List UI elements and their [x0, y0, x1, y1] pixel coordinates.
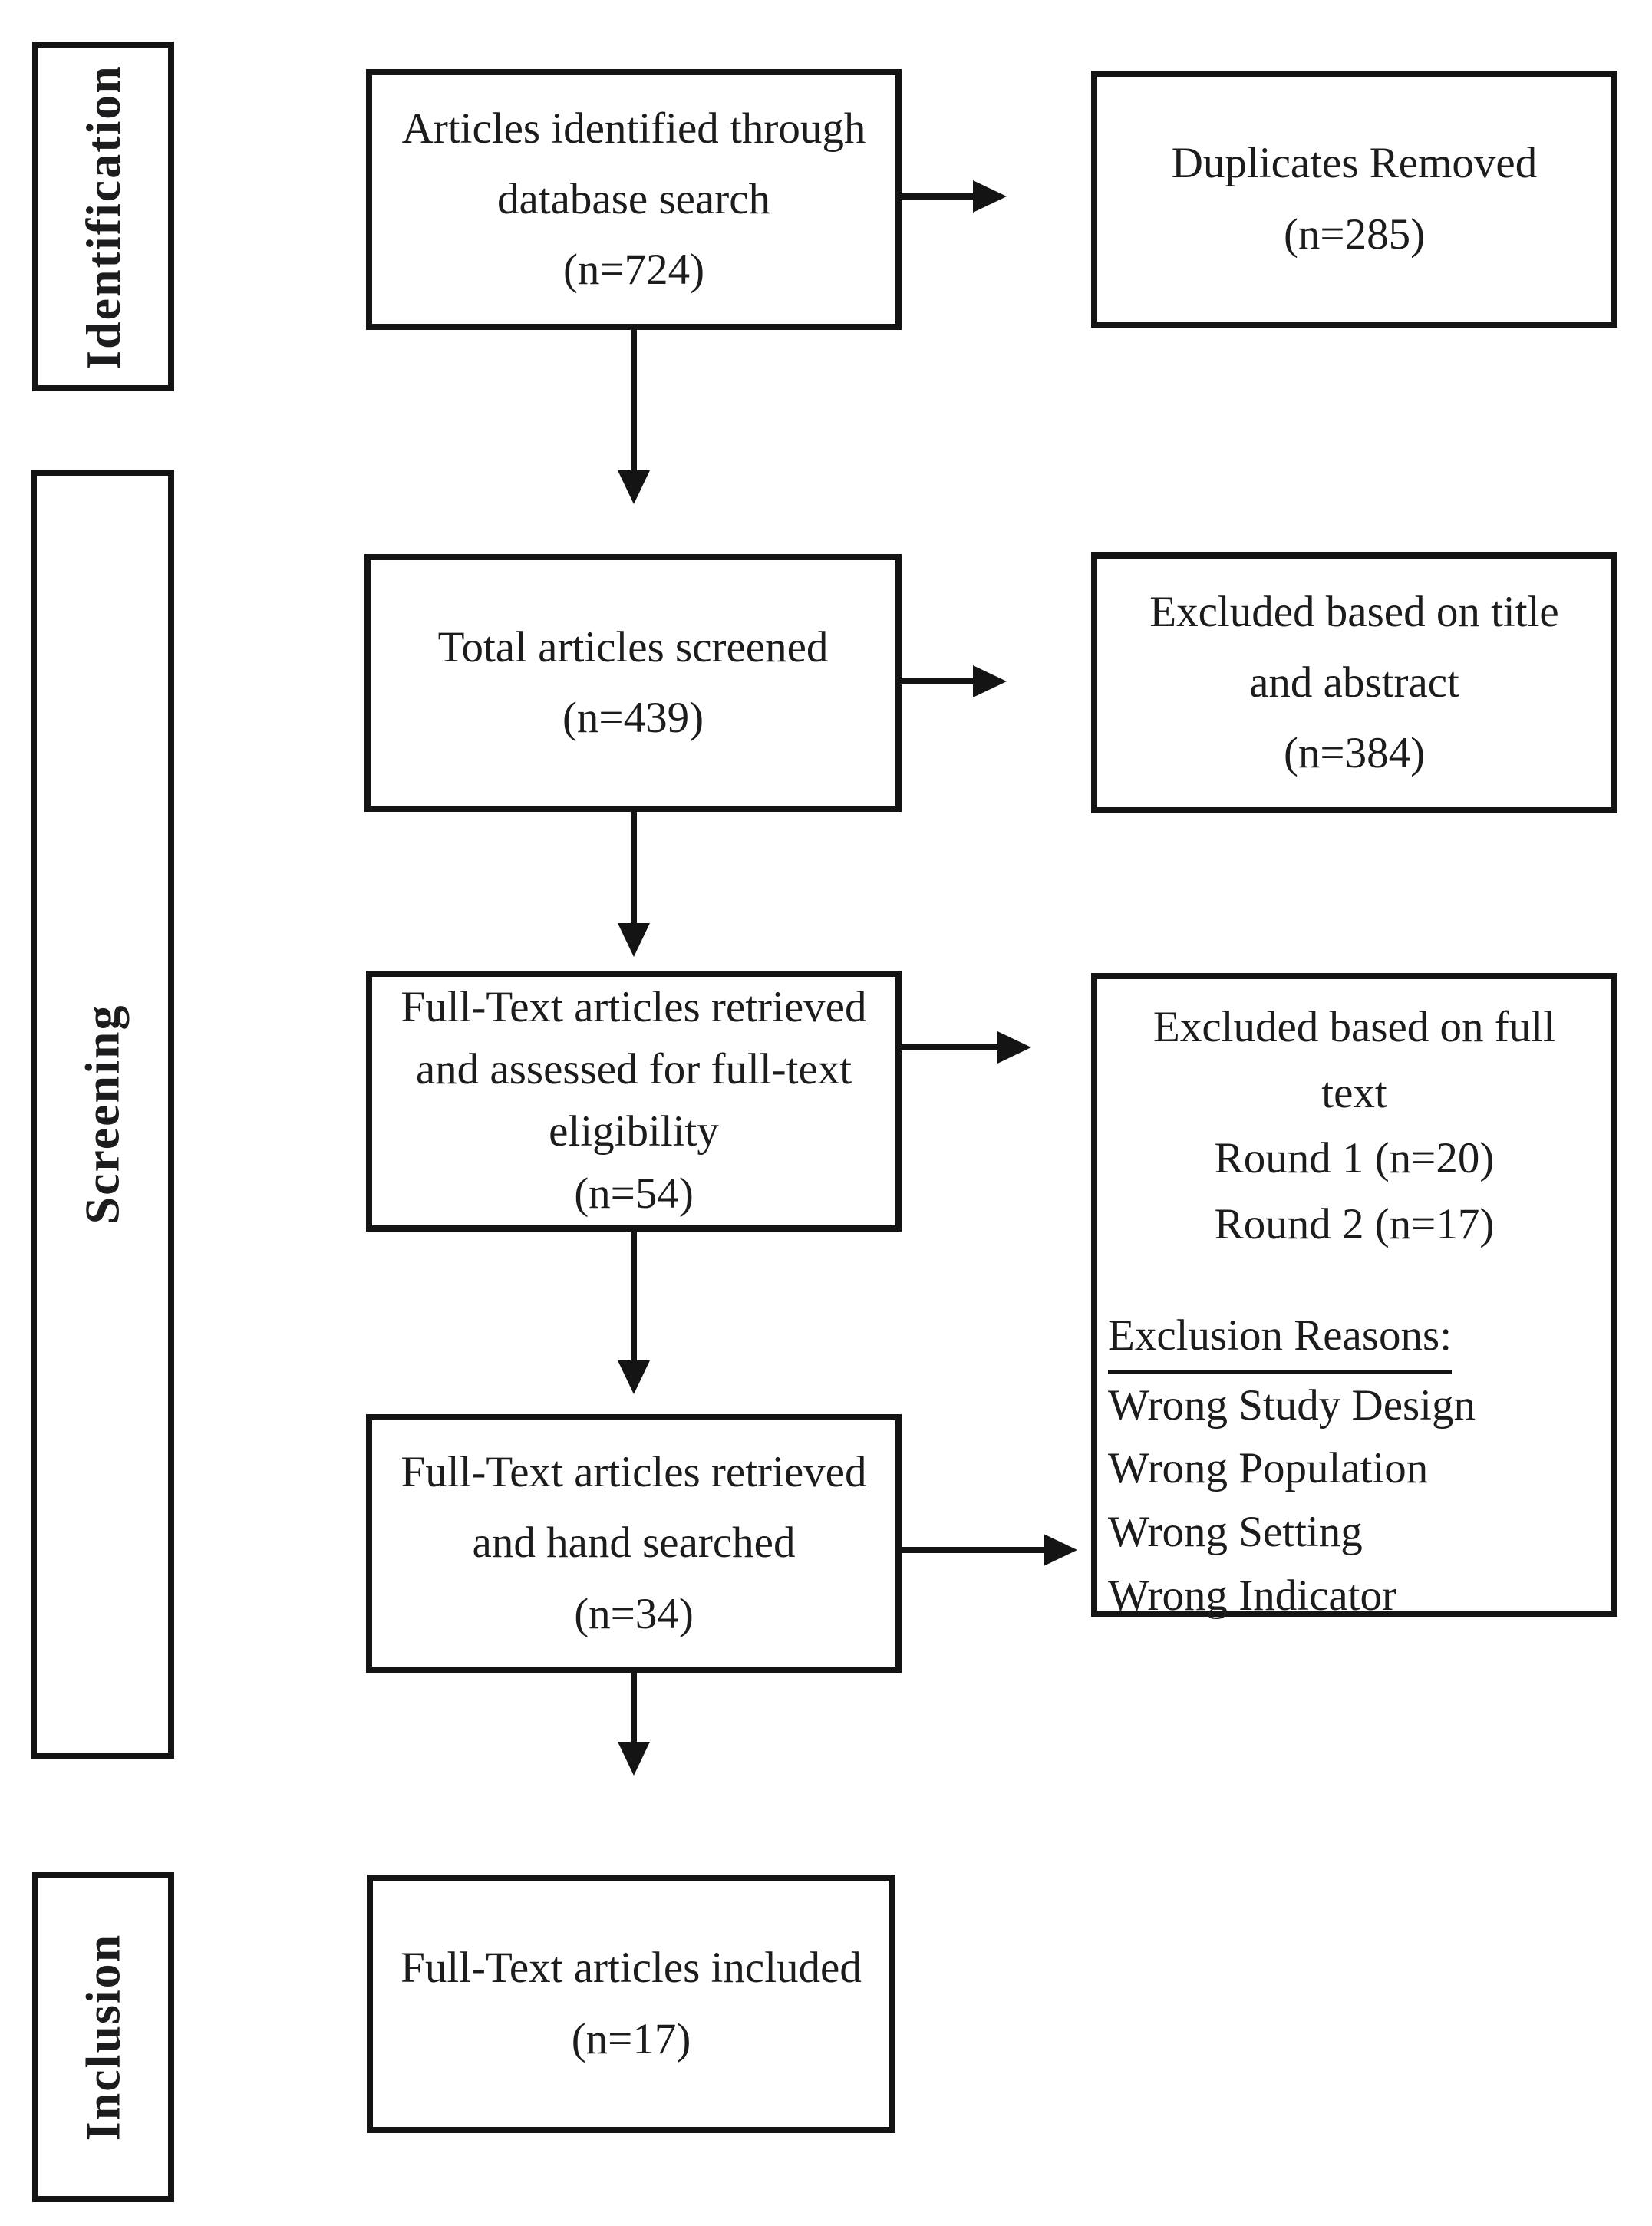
flow-box-fulltext-assessed: Full-Text articles retrieved and assesse… [366, 971, 902, 1232]
text-line: text [1321, 1068, 1387, 1117]
arrow-down-icon [618, 1742, 650, 1776]
count-line: (n=384) [1283, 729, 1426, 778]
flow-box-identified-text: Articles identified through database sea… [402, 94, 866, 306]
stage-box-inclusion: Inclusion [32, 1872, 174, 2202]
text-line: Total articles screened [437, 622, 829, 671]
arrow-right-icon [997, 1031, 1031, 1064]
arrow-right-icon [973, 180, 1007, 213]
text-line: Duplicates Removed [1171, 139, 1538, 188]
reason-item: Wrong Indicator [1108, 1571, 1396, 1620]
arrow-line-screened-down [631, 812, 637, 925]
reason-item: Wrong Study Design [1108, 1380, 1476, 1430]
flow-box-included: Full-Text articles included (n=17) [367, 1875, 895, 2133]
flow-box-fulltext-assessed-text: Full-Text articles retrieved and assesse… [401, 977, 867, 1225]
count-line: (n=34) [574, 1589, 694, 1638]
stage-box-identification: Identification [32, 42, 174, 391]
exclusion-reasons-list: Exclusion Reasons: Wrong Study Design Wr… [1108, 1304, 1601, 1627]
flow-box-hand-searched: Full-Text articles retrieved and hand se… [366, 1414, 902, 1673]
arrow-line-assessed-to-excluded [902, 1044, 999, 1050]
arrow-line-identified-to-duplicates [902, 193, 974, 200]
count-line: (n=724) [562, 246, 705, 295]
fulltext-excluded-summary: Excluded based on full text Round 1 (n=2… [1108, 994, 1601, 1257]
count-line: (n=439) [562, 694, 704, 742]
text-line: and assessed for full-text [415, 1045, 852, 1094]
side-box-duplicates-text: Duplicates Removed (n=285) [1172, 128, 1537, 270]
text-line: Excluded based on title [1149, 587, 1559, 636]
flow-box-hand-searched-text: Full-Text articles retrieved and hand se… [401, 1437, 867, 1650]
stage-box-screening: Screening [31, 470, 174, 1759]
arrow-line-handsearched-down [631, 1673, 637, 1743]
count-line: (n=17) [571, 2014, 691, 2063]
stage-label-identification: Identification [75, 64, 130, 370]
text-line: Full-Text articles included [401, 1944, 862, 1993]
count-line: Round 2 (n=17) [1214, 1199, 1495, 1248]
count-line: (n=54) [574, 1169, 694, 1218]
arrow-line-screened-to-excluded [902, 678, 974, 684]
text-line: Full-Text articles retrieved [401, 1448, 867, 1496]
reason-item: Wrong Population [1108, 1444, 1429, 1493]
arrow-right-icon [1044, 1534, 1077, 1566]
arrow-right-icon [973, 665, 1007, 697]
text-line: and abstract [1249, 658, 1459, 707]
flow-box-included-text: Full-Text articles included (n=17) [401, 1933, 862, 2075]
arrow-line-assessed-down [631, 1232, 637, 1362]
text-line: and hand searched [472, 1519, 796, 1568]
side-box-duplicates: Duplicates Removed (n=285) [1091, 71, 1617, 328]
arrow-line-handsearched-to-excluded [902, 1547, 1045, 1553]
exclusion-reasons-heading: Exclusion Reasons: [1108, 1304, 1453, 1374]
text-line: Full-Text articles retrieved [401, 983, 867, 1032]
arrow-down-icon [618, 1360, 650, 1394]
text-line: database search [496, 174, 771, 223]
reason-item: Wrong Setting [1108, 1507, 1363, 1556]
stage-label-inclusion: Inclusion [75, 1933, 130, 2142]
arrow-down-icon [618, 470, 650, 504]
side-box-title-abstract: Excluded based on title and abstract (n=… [1091, 552, 1617, 813]
arrow-line-identified-down [631, 330, 637, 472]
text-line: eligibility [549, 1107, 719, 1156]
count-line: Round 1 (n=20) [1214, 1134, 1495, 1182]
side-box-fulltext-excluded: Excluded based on full text Round 1 (n=2… [1091, 973, 1617, 1620]
flow-box-screened-text: Total articles screened (n=439) [438, 612, 829, 754]
text-line: Excluded based on full [1153, 1003, 1555, 1051]
flow-box-screened: Total articles screened (n=439) [364, 554, 902, 812]
text-line: Articles identified through [401, 104, 866, 153]
flow-box-identified: Articles identified through database sea… [366, 69, 902, 330]
arrow-down-icon [618, 923, 650, 957]
side-box-title-abstract-text: Excluded based on title and abstract (n=… [1149, 577, 1558, 790]
stage-label-screening: Screening [74, 1004, 130, 1225]
count-line: (n=285) [1283, 209, 1426, 259]
